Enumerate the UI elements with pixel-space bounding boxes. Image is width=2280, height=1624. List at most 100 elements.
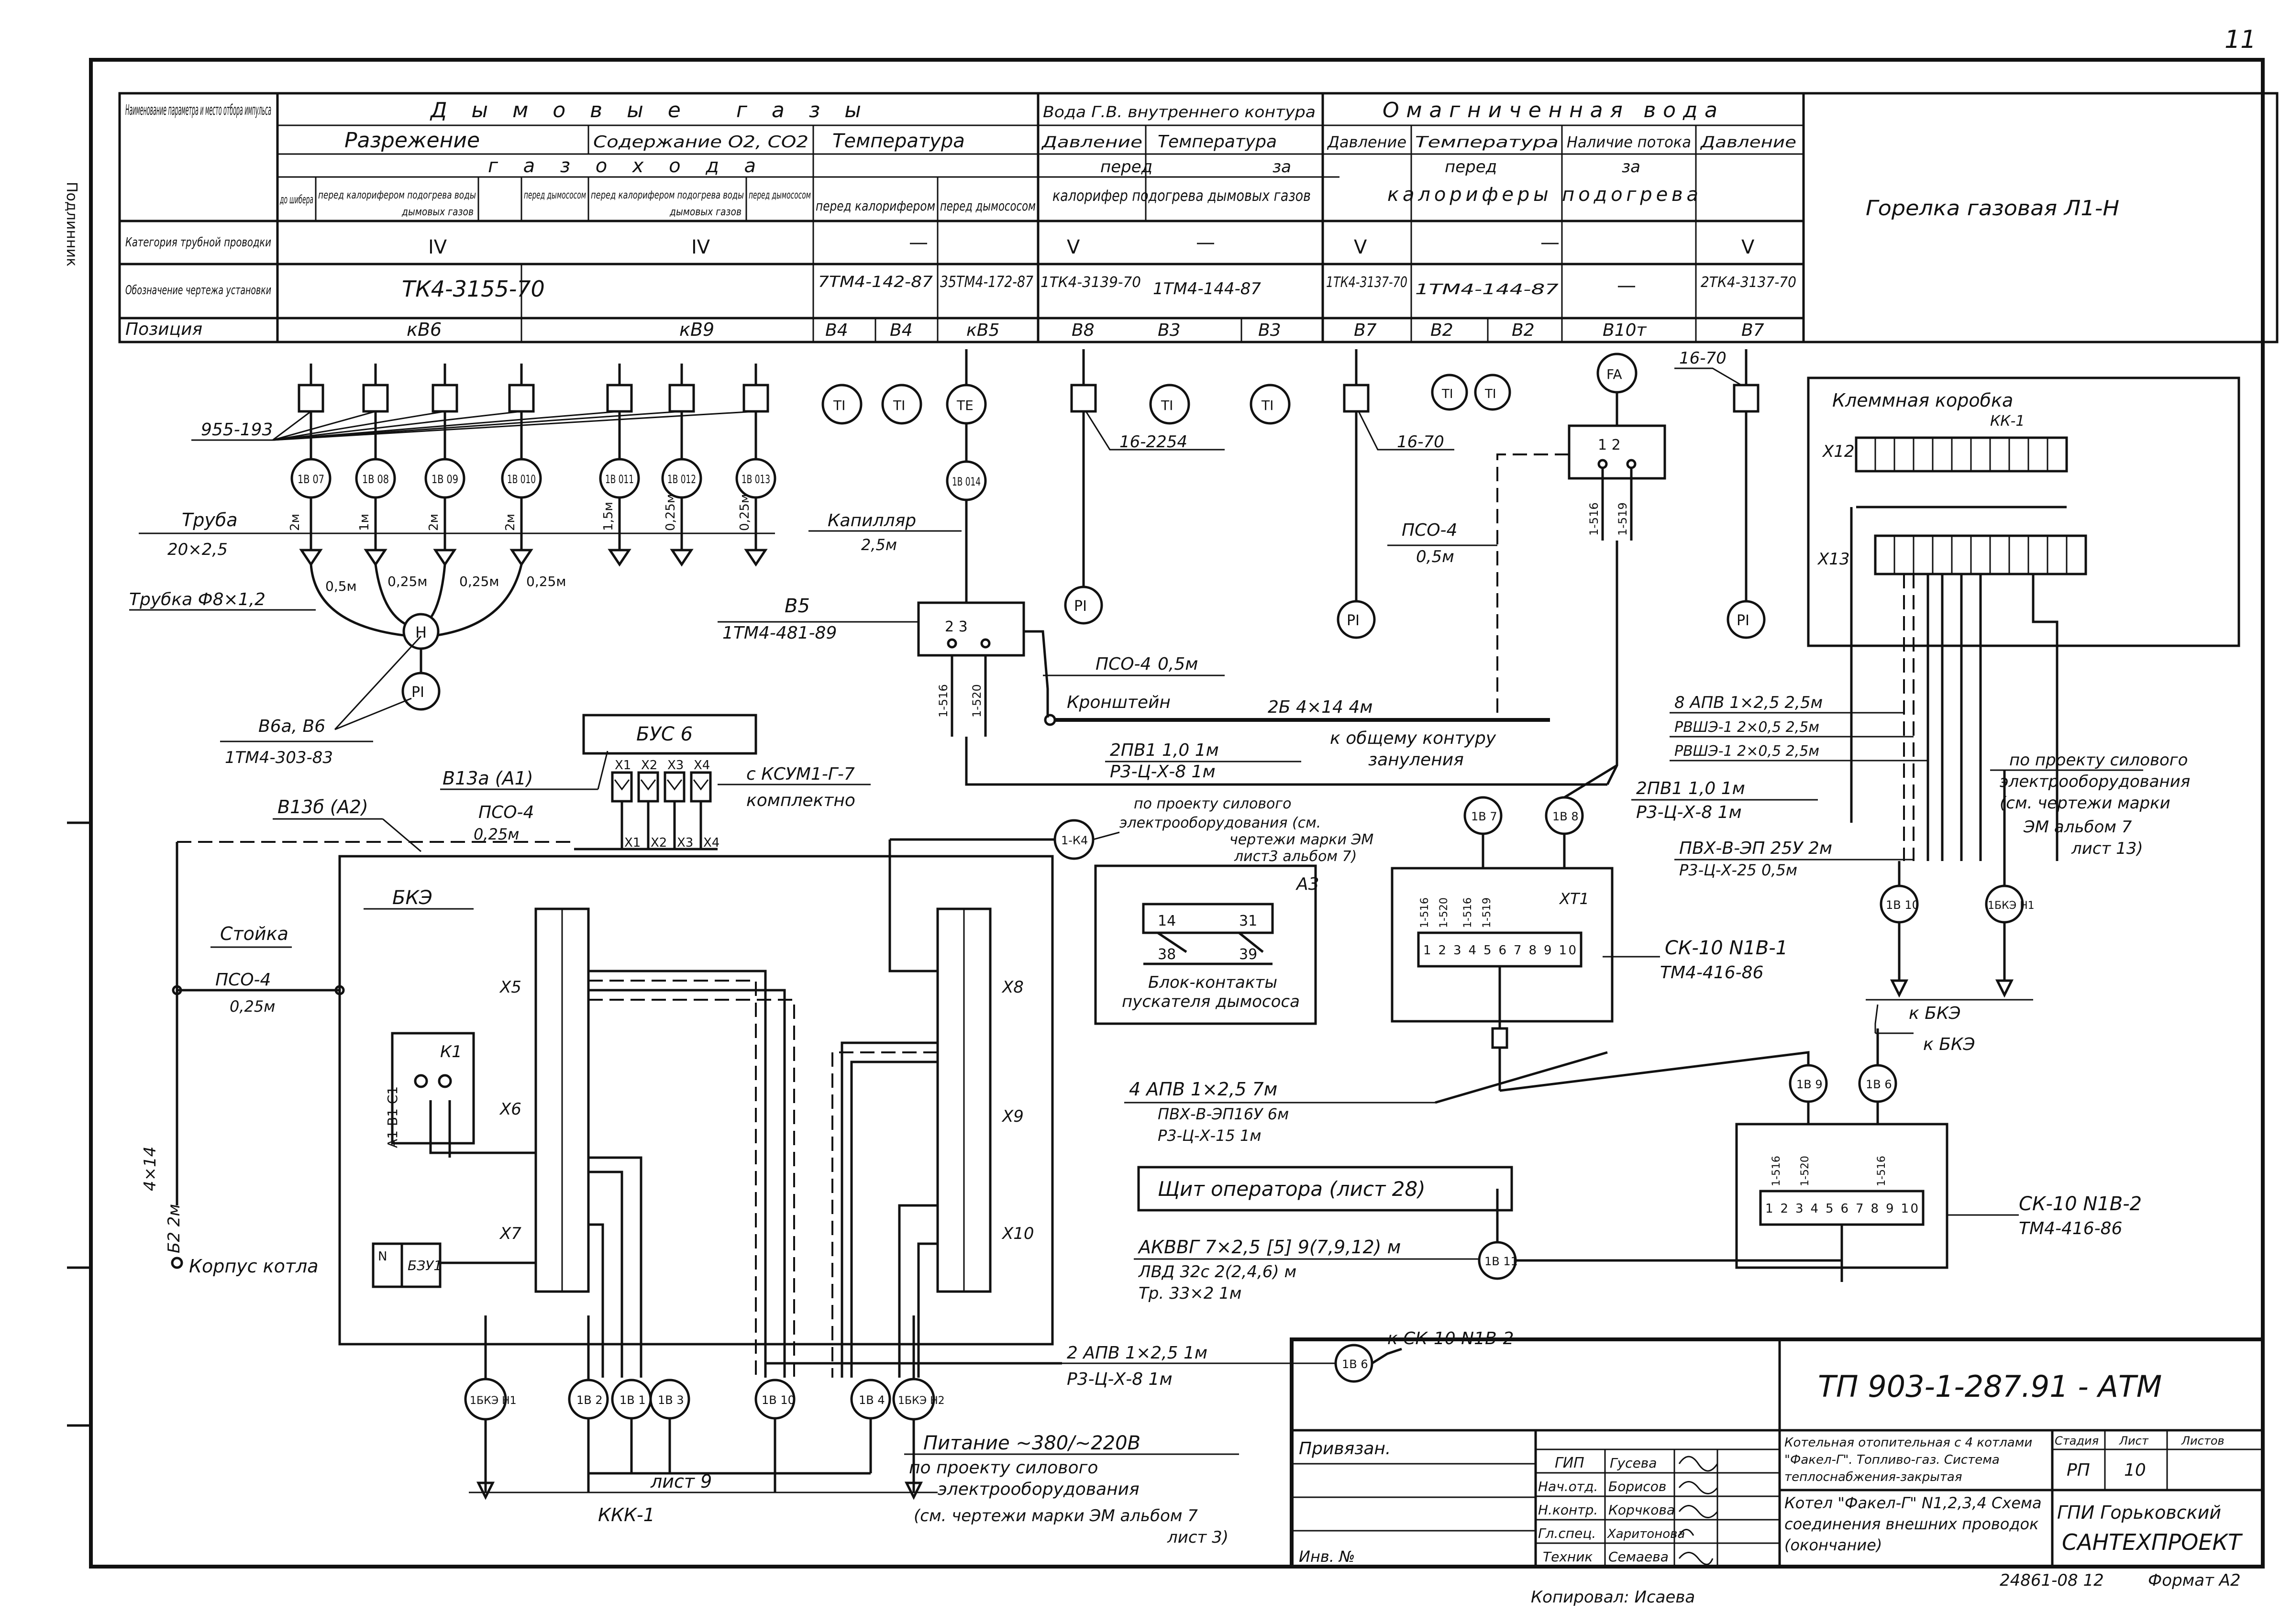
role-4: Гл.спец. xyxy=(1538,1525,1596,1541)
b6-bubble-b: 1В 6 xyxy=(1342,1358,1368,1371)
pso4-label: ПСО-4 xyxy=(1096,654,1151,674)
see-em2: (см. чертежи марки xyxy=(2000,794,2170,813)
sub-temp3: Температура xyxy=(1415,133,1559,151)
sub-temp: Температура xyxy=(832,130,965,152)
pvx-label: ПВХ-В-ЭП 25У 2м xyxy=(1679,839,1832,858)
position-8: В3 xyxy=(1258,320,1281,340)
len-025-b: 0,25м xyxy=(387,574,427,589)
wire-516-f: 1-516 xyxy=(1876,1156,1888,1186)
pso4d-len: 0,25м xyxy=(230,997,275,1016)
rvshe2-label: РВШЭ-1 2×0,5 2,5м xyxy=(1674,743,1819,760)
bound-label: Привязан. xyxy=(1299,1439,1391,1458)
category-3: — xyxy=(909,232,928,254)
x13-label: Х13 xyxy=(1817,550,1850,569)
row-label-param: Наименование параметра и место отбора им… xyxy=(125,102,271,119)
len-c: 2м xyxy=(427,514,441,531)
org-1: ГПИ Горьковский xyxy=(2057,1502,2221,1523)
role-2: Нач.отд. xyxy=(1538,1479,1598,1494)
group-water-gv: Вода Г.В. внутреннего контура xyxy=(1043,103,1316,121)
sub-pressure: Давление xyxy=(1040,133,1142,151)
sub-pressure3: Давление xyxy=(1700,133,1796,151)
archive-no: 24861-08 12 xyxy=(2000,1571,2104,1590)
page-number: 11 xyxy=(2225,25,2256,54)
tag-955: 955-193 xyxy=(201,420,273,440)
len-025-a: 0,5м xyxy=(325,578,357,594)
sheet3b: лист 3) xyxy=(1167,1528,1229,1547)
n-label: N xyxy=(378,1249,387,1264)
panel-label: Щит оператора (лист 28) xyxy=(1158,1177,1426,1201)
wire-516-e: 1-516 xyxy=(1771,1156,1782,1186)
wire-520-e: 1-520 xyxy=(1799,1156,1811,1186)
to-common: к общему контуру xyxy=(1330,729,1496,748)
place-heaters: калориферы подогрева xyxy=(1387,184,1698,206)
b6-bubble: 1В 6 xyxy=(1866,1078,1892,1091)
position-13: В7 xyxy=(1741,320,1764,340)
position-3: В4 xyxy=(825,320,848,340)
sub-flow: Наличие потока xyxy=(1567,133,1691,151)
row-label-drawing: Обозначение чертежа установки xyxy=(125,283,271,298)
category-5: — xyxy=(1196,232,1215,254)
capillary-label: Капилляр xyxy=(828,511,916,530)
name-1: Гусева xyxy=(1610,1455,1657,1471)
place-before-exhauster2: перед дымососом xyxy=(940,198,1036,214)
bracket-label: Кронштейн xyxy=(1067,693,1171,712)
stage-label: Стадия xyxy=(2055,1434,2099,1447)
position-4: В4 xyxy=(890,320,913,340)
mid-instruments: PI 16-2254 TI TI PI 16-70 TI TI FA 1 2 1… xyxy=(1064,349,1766,785)
signature-2 xyxy=(1678,1481,1718,1494)
ti-5: TI xyxy=(1441,387,1453,401)
sensor-1b014: 1В 014 xyxy=(952,475,981,488)
pvi2-label: 2ПВ1 1,0 1м xyxy=(1636,779,1745,798)
sensor-bubbles: 1В 07 1В 08 1В 09 1В 010 1В 011 1В 012 1… xyxy=(290,458,776,499)
right-cables: 8 АПВ 1×2,5 2,5м РВШЭ-1 2×0,5 2,5м РВШЭ-… xyxy=(1670,693,2190,1054)
drawing-2: 7ТМ4-142-87 xyxy=(818,273,933,291)
drawing-8: — xyxy=(1617,275,1636,297)
te-1: TE xyxy=(956,398,974,413)
capillary-len: 2,5м xyxy=(861,536,897,554)
terminal-box-kk1: Клеммная коробка КК-1 Х12 Х13 xyxy=(1807,376,2240,861)
terminal-strip-left xyxy=(534,907,590,1293)
k1-label: К1 xyxy=(440,1042,462,1061)
sampling-boxes xyxy=(298,384,769,413)
ti-6: TI xyxy=(1484,387,1496,401)
by-project2: по проекту силового xyxy=(2009,751,2188,770)
burner-title: Горелка газовая Л1-Н xyxy=(1866,196,2119,221)
row-label-category: Категория трубной проводки xyxy=(125,235,271,250)
category-1: IV xyxy=(428,236,447,258)
tag-16-70: 16-70 xyxy=(1397,432,1444,452)
contacts-label: Блок-контакты xyxy=(1148,973,1277,992)
x7-label: Х7 xyxy=(499,1224,521,1243)
wire-516-b: 1-516 xyxy=(1587,502,1601,536)
place-before-exhauster: перед дымососом xyxy=(524,189,586,201)
drawing-3: 35ТМ4-172-87 xyxy=(940,273,1034,291)
starter-label: пускателя дымососа xyxy=(1122,992,1300,1011)
kkk-label: ККК-1 xyxy=(598,1504,655,1525)
format-label: Формат А2 xyxy=(2148,1571,2241,1590)
pso4-len: 0,5м xyxy=(1158,654,1198,674)
sensor-1b07: 1В 07 xyxy=(298,473,324,486)
pso4b-len: 0,5м xyxy=(1416,547,1454,566)
pi-main: PI xyxy=(411,684,424,701)
to-bke-label: к БКЭ xyxy=(1909,1004,1961,1023)
bke-label: БКЭ xyxy=(392,887,432,909)
ti-3: TI xyxy=(1161,398,1173,413)
capillary-section: TI TI TE 1В 014 Капилляр 2,5м 2 3 В5 1ТМ… xyxy=(718,349,1607,786)
zeroing: зануления xyxy=(1368,750,1464,770)
position-5: кВ5 xyxy=(966,320,999,340)
position-2: кВ9 xyxy=(679,319,714,340)
after-1: за xyxy=(1273,157,1291,177)
name-2: Борисов xyxy=(1608,1479,1666,1494)
apv4-label: 4 АПВ 1×2,5 7м xyxy=(1129,1079,1277,1100)
drawing-5: 1ТМ4-144-87 xyxy=(1153,279,1261,298)
b7-bubble: 1В 7 xyxy=(1471,810,1497,823)
sheet-frame xyxy=(89,58,2265,1569)
ti-2: TI xyxy=(893,398,905,413)
place-before-exhauster-b: перед дымососом xyxy=(749,189,811,201)
drawing-1: ТК4-3155-70 xyxy=(402,276,545,302)
drawing-4: 1ТК4-3139-70 xyxy=(1040,274,1141,291)
drain-arrows xyxy=(299,549,768,567)
role-5: Техник xyxy=(1543,1549,1593,1565)
bus-x1b: Х1 xyxy=(624,836,641,850)
wire-516-a: 1-516 xyxy=(937,684,950,718)
